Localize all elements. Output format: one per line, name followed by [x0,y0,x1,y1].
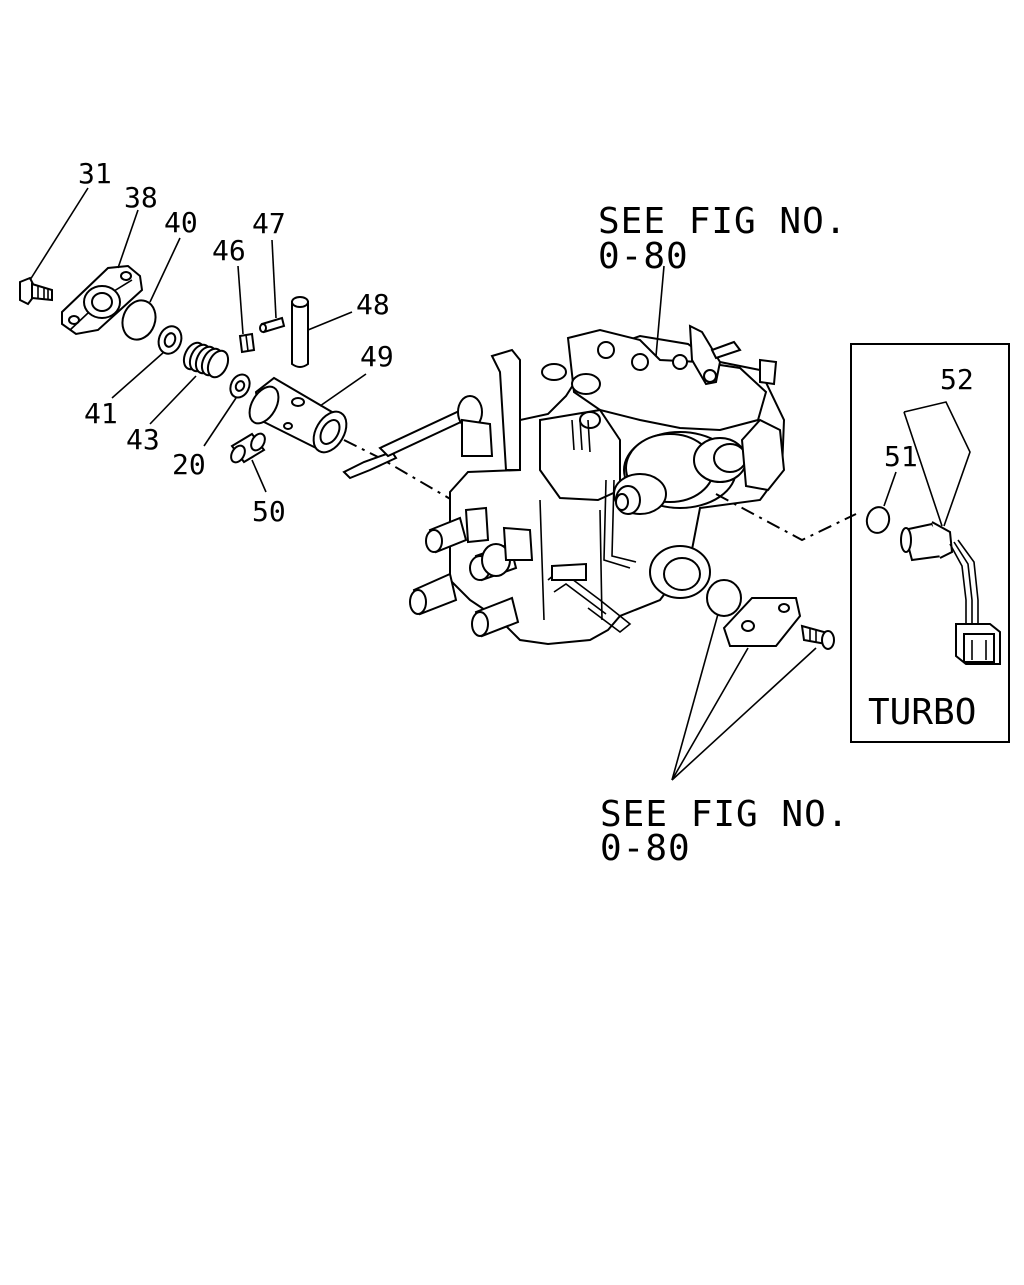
leader-46 [237,265,244,335]
lower-cover-screw[interactable] [800,624,835,650]
callout-38: 38 [124,181,158,214]
leader-41 [111,351,165,399]
ref-bottom-line1: SEE FIG NO. [600,794,849,835]
callout-31: 31 [78,157,112,190]
part-49-sleeve[interactable] [244,376,354,458]
part-50-bushing[interactable] [228,431,267,465]
leader-43 [149,375,197,425]
leader-51 [883,471,897,507]
callout-20: 20 [172,448,206,481]
callout-50: 50 [252,495,286,528]
part-38-flange[interactable] [61,264,144,336]
turbo-label: TURBO [868,692,976,733]
lower-o-ring[interactable] [706,579,742,617]
callout-51: 51 [884,440,918,473]
injection-pump-assembly[interactable] [378,324,786,646]
part-48-shaft[interactable] [291,296,309,368]
part-41-washer[interactable] [155,323,185,357]
control-rod-tip [342,450,398,480]
leader-49 [319,373,367,407]
callout-52: 52 [940,363,974,396]
leader-52 [903,401,971,527]
ref-top-line1: SEE FIG NO. [598,201,847,242]
part-46-key[interactable] [238,332,256,354]
assembly-line-turbo [715,493,857,542]
ref-top-line2: 0-80 [598,236,689,277]
part-47-pin[interactable] [259,316,286,334]
part-40-o-ring[interactable] [117,296,161,345]
leader-50 [251,459,267,493]
leader-38 [117,209,139,269]
leader-bottom-ref-3 [671,647,817,781]
turbo-box [850,343,1010,743]
part-51-o-ring[interactable] [864,505,892,536]
leader-bottom-ref-1 [671,613,719,781]
callout-41: 41 [84,397,118,430]
part-31-bolt[interactable] [19,276,53,306]
part-43-spring[interactable] [180,340,232,381]
callout-47: 47 [252,207,286,240]
callout-43: 43 [126,423,160,456]
part-52-boost-sensor[interactable] [900,521,1001,665]
leader-top-ref [655,265,665,357]
callout-49: 49 [360,340,394,373]
callout-46: 46 [212,234,246,267]
leader-48 [307,311,353,331]
leader-bottom-ref-2 [671,647,749,781]
leader-47 [271,239,277,319]
part-20-washer[interactable] [227,371,253,400]
leader-20 [203,397,237,447]
ref-bottom-line2: 0-80 [600,828,691,869]
callout-48: 48 [356,288,390,321]
leader-40 [149,237,181,303]
callout-40: 40 [164,206,198,239]
leader-31 [29,187,89,281]
